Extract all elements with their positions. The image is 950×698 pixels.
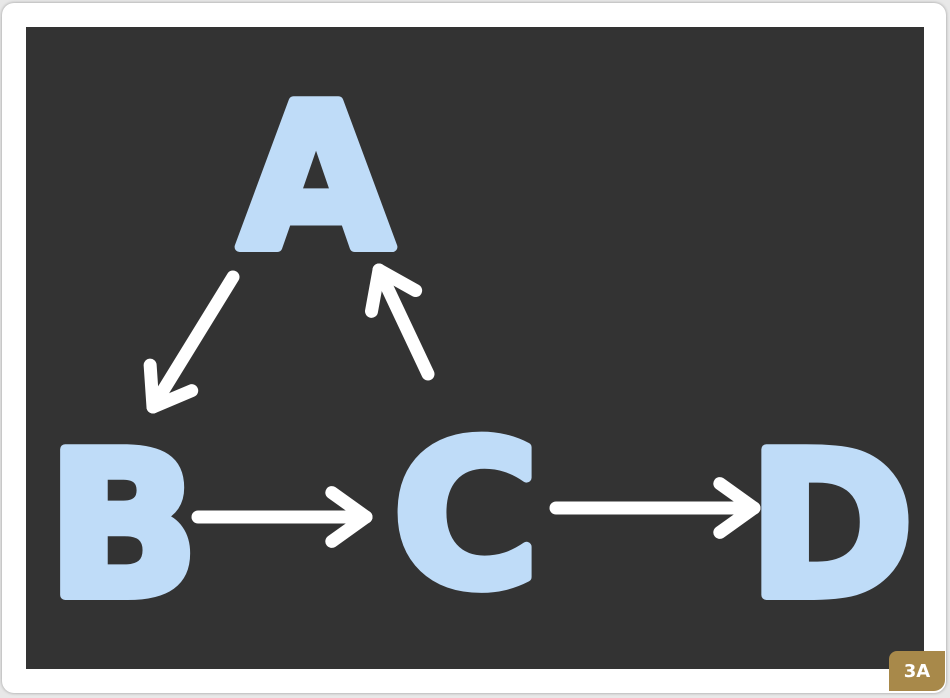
graph-diagram: A B C D (42, 57, 919, 648)
edge-c-to-d (549, 477, 761, 539)
node-a: A (239, 62, 394, 295)
arrow-shaft (372, 263, 435, 381)
arrow-head (713, 477, 761, 539)
arrow-shaft (146, 270, 240, 414)
arrow-head (143, 358, 199, 414)
nodes-layer: A B C D (42, 57, 919, 648)
node-c: C (393, 400, 540, 633)
slide-frame: A B C D (2, 3, 946, 693)
edge-b-to-c (191, 486, 373, 548)
arrow-head (325, 486, 373, 548)
node-b: B (47, 410, 199, 643)
node-d: D (748, 410, 914, 643)
slide-number-badge: 3A (889, 651, 945, 691)
chalkboard: A B C D (26, 27, 924, 669)
edge-a-to-b (143, 270, 240, 414)
arrow-head (364, 263, 423, 318)
edges-layer (143, 263, 761, 548)
edge-c-to-a (364, 263, 435, 381)
